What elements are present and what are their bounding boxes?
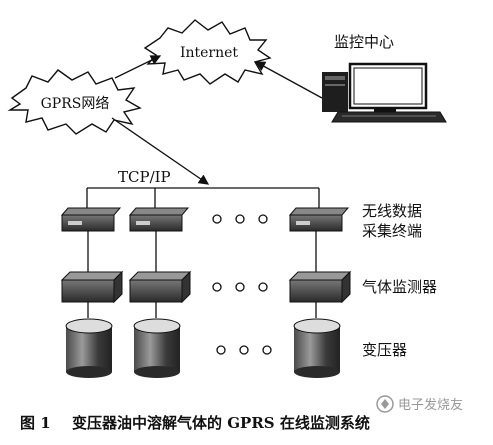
transformer-label: 变压器 bbox=[362, 341, 407, 359]
transformer-cylinder bbox=[65, 318, 113, 378]
tcpip-bus bbox=[86, 187, 320, 208]
terminal-device bbox=[288, 207, 350, 232]
internet-label: Internet bbox=[180, 45, 238, 61]
terminal-label-line2: 采集终端 bbox=[362, 222, 422, 240]
terminal-to-monitor-links bbox=[87, 231, 317, 272]
gas-monitor-device bbox=[128, 270, 192, 304]
tcpip-label: TCP/IP bbox=[118, 168, 171, 186]
ellipsis-dots bbox=[212, 214, 268, 224]
ellipsis-dots bbox=[216, 345, 272, 355]
figure-caption: 变压器油中溶解气体的 GPRS 在线监测系统 bbox=[72, 414, 370, 432]
transformer-cylinder bbox=[293, 318, 341, 378]
monitor-to-internet-link bbox=[254, 61, 323, 99]
terminal-device bbox=[128, 207, 190, 232]
figure-number: 图 1 bbox=[20, 414, 51, 432]
terminal-label-line1: 无线数据 bbox=[362, 202, 422, 220]
watermark-text: 电子发烧友 bbox=[398, 397, 463, 413]
terminal-device bbox=[60, 207, 122, 232]
gas-monitor-label: 气体监测器 bbox=[362, 278, 437, 296]
watermark: 电子发烧友 bbox=[376, 395, 463, 413]
gas-monitor-device bbox=[288, 270, 352, 304]
ellipsis-dots bbox=[212, 282, 268, 292]
internet-cloud: Internet bbox=[143, 19, 272, 85]
monitor-to-transformer-links bbox=[87, 302, 317, 318]
gprs-cloud: GPRS网络 bbox=[7, 69, 142, 135]
gprs-to-bus-link bbox=[111, 117, 210, 185]
monitor-center-label: 监控中心 bbox=[334, 33, 394, 51]
transformer-cylinder bbox=[133, 318, 181, 378]
gprs-to-internet-link bbox=[114, 55, 162, 79]
gas-monitor-device bbox=[60, 270, 124, 304]
gprs-label: GPRS网络 bbox=[41, 96, 110, 112]
monitor-computer-icon bbox=[322, 62, 447, 123]
